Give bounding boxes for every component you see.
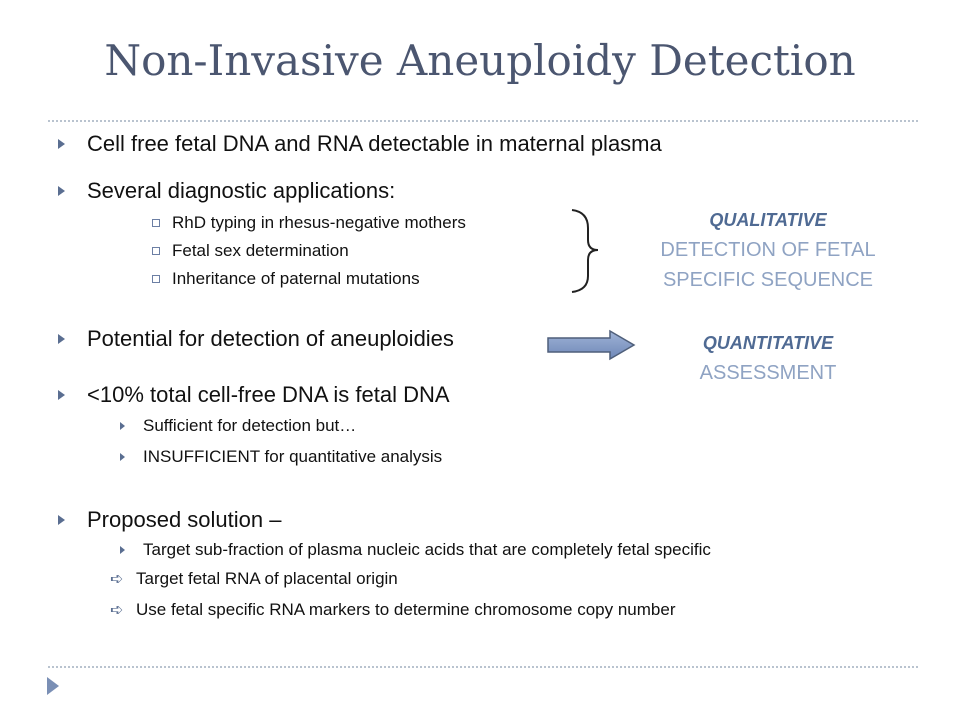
sub-item-text: Target fetal RNA of placental origin — [136, 569, 398, 588]
sub-item: ➪ Target fetal RNA of placental origin — [110, 569, 398, 589]
sub-item-text: Fetal sex determination — [172, 241, 349, 260]
hollow-arrow-icon: ➪ — [110, 571, 124, 588]
qualitative-line-1: DETECTION OF FETAL — [660, 239, 876, 261]
square-bullet-icon — [152, 275, 160, 283]
small-triangle-bullet-icon — [120, 546, 125, 554]
square-bullet-icon — [152, 247, 160, 255]
bullet-text: Cell free fetal DNA and RNA detectable i… — [87, 131, 662, 156]
sub-item: ➪ Use fetal specific RNA markers to dete… — [110, 600, 675, 620]
bullet-text: Proposed solution – — [87, 507, 282, 532]
triangle-bullet-icon — [58, 390, 65, 400]
right-arrow-icon — [547, 329, 636, 361]
small-triangle-bullet-icon — [120, 422, 125, 430]
bullet-text: Potential for detection of aneuploidies — [87, 326, 454, 351]
quantitative-line-1: ASSESSMENT — [699, 362, 837, 384]
bottom-divider — [48, 666, 918, 668]
sub-item-text: Sufficient for detection but… — [143, 416, 357, 435]
triangle-bullet-icon — [58, 186, 65, 196]
qualitative-line-2: SPECIFIC SEQUENCE — [662, 269, 874, 291]
sub-item: Target sub-fraction of plasma nucleic ac… — [120, 540, 711, 560]
sub-item-text: Target sub-fraction of plasma nucleic ac… — [143, 540, 711, 559]
sub-item-text: INSUFFICIENT for quantitative analysis — [143, 447, 443, 466]
bullet-text: Several diagnostic applications: — [87, 178, 396, 203]
bullet-fetal-dna: <10% total cell-free DNA is fetal DNA — [58, 382, 450, 408]
top-divider — [48, 120, 918, 122]
bullet-applications: Several diagnostic applications: — [58, 178, 395, 204]
sub-item-text: RhD typing in rhesus-negative mothers — [172, 213, 466, 232]
quantitative-label: QUANTITATIVE ASSESSMENT — [658, 328, 878, 388]
quantitative-heading: QUANTITATIVE — [702, 333, 834, 353]
bullet-text: <10% total cell-free DNA is fetal DNA — [87, 382, 450, 407]
corner-triangle-icon — [47, 677, 59, 695]
bracket-icon — [571, 209, 599, 293]
bullet-proposed-solution: Proposed solution – — [58, 507, 281, 533]
sub-item-text: Use fetal specific RNA markers to determ… — [136, 600, 676, 619]
qualitative-heading: QUALITATIVE — [709, 210, 827, 230]
bullet-cell-free: Cell free fetal DNA and RNA detectable i… — [58, 131, 662, 157]
small-triangle-bullet-icon — [120, 453, 125, 461]
sub-item: Sufficient for detection but… — [120, 416, 356, 436]
sub-item: INSUFFICIENT for quantitative analysis — [120, 447, 442, 467]
square-bullet-icon — [152, 219, 160, 227]
bullet-aneuploidies: Potential for detection of aneuploidies — [58, 326, 454, 352]
sub-item-text: Inheritance of paternal mutations — [172, 269, 420, 288]
sub-item: Inheritance of paternal mutations — [152, 269, 420, 289]
sub-item: RhD typing in rhesus-negative mothers — [152, 213, 466, 233]
slide-title: Non-Invasive Aneuploidy Detection — [104, 36, 856, 85]
triangle-bullet-icon — [58, 139, 65, 149]
triangle-bullet-icon — [58, 515, 65, 525]
hollow-arrow-icon: ➪ — [110, 602, 124, 619]
triangle-bullet-icon — [58, 334, 65, 344]
sub-item: Fetal sex determination — [152, 241, 349, 261]
qualitative-label: QUALITATIVE DETECTION OF FETAL SPECIFIC … — [628, 205, 908, 295]
